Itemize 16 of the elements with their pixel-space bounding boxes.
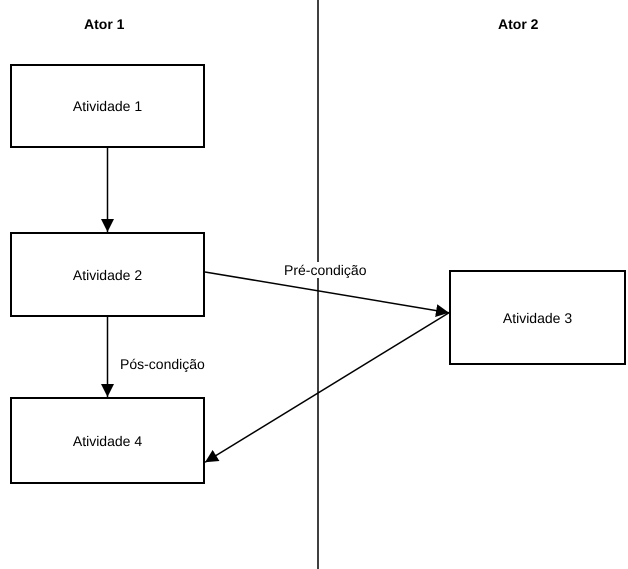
edge-label: Pós-condição [118, 356, 207, 372]
activity-label: Atividade 1 [72, 98, 142, 114]
activity-box [449, 270, 626, 365]
arrow [204, 312, 450, 463]
activity-box [10, 64, 205, 148]
activity-label: Atividade 2 [72, 266, 142, 282]
lane-heading: Ator 2 [498, 16, 538, 32]
arrow [101, 148, 114, 232]
arrow [101, 317, 114, 397]
activity-box [10, 232, 205, 317]
arrow [204, 271, 450, 318]
activity-box [10, 397, 205, 484]
lane-heading: Ator 1 [84, 16, 124, 32]
edge-label: Pré-condição [282, 262, 368, 278]
activity-label: Atividade 4 [72, 432, 142, 448]
activity-label: Atividade 3 [502, 310, 572, 326]
